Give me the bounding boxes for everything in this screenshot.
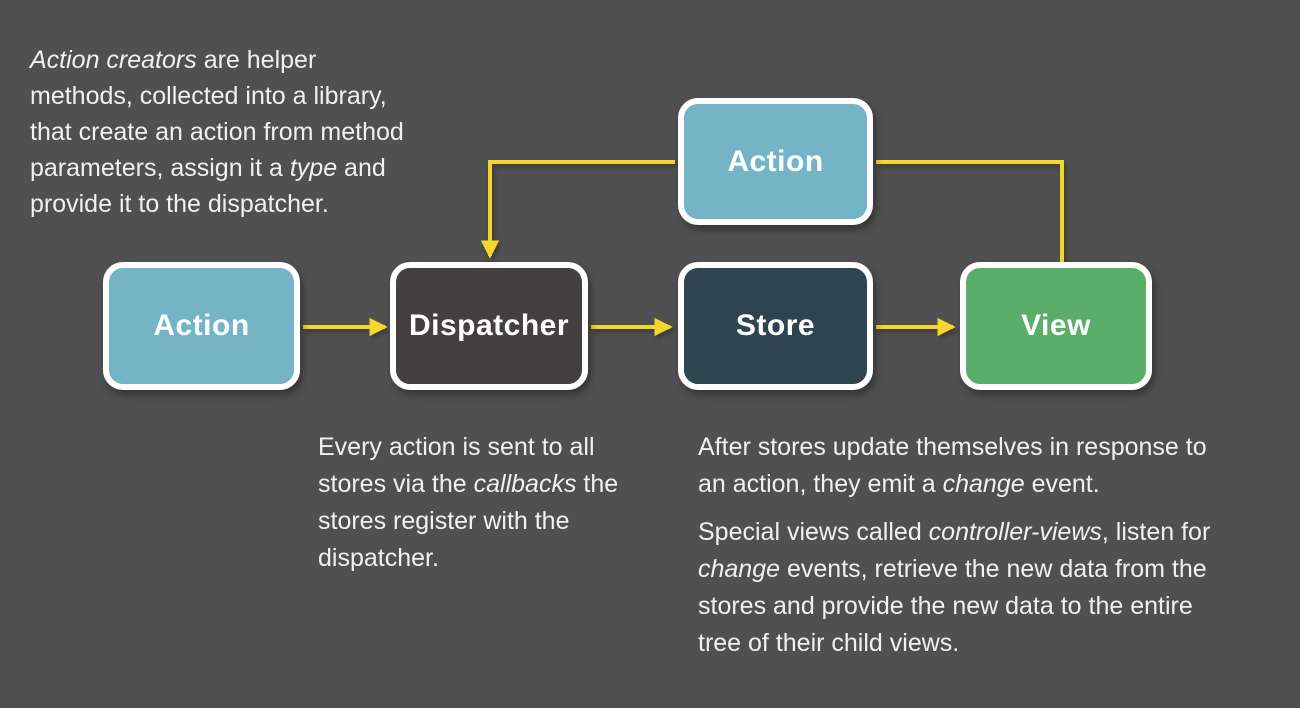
note-store: After stores update themselves in respon… <box>698 429 1283 673</box>
note-store-paragraph-1: After stores update themselves in respon… <box>698 433 1207 498</box>
node-dispatcher-label: Dispatcher <box>408 309 570 342</box>
node-action-top: Action <box>678 98 873 225</box>
arrow-action-top-to-dispatcher <box>480 160 675 259</box>
node-action-top-label: Action <box>727 144 824 178</box>
node-action-left: Action <box>103 262 300 390</box>
node-store: Store <box>678 262 873 390</box>
node-dispatcher: Dispatcher <box>390 262 588 390</box>
note-store-paragraph-2: Special views called controller-views, l… <box>698 518 1211 657</box>
node-store-label: Store <box>735 309 816 342</box>
arrow-view-to-action-top <box>876 160 1064 262</box>
node-action-left-label: Action <box>153 309 250 342</box>
node-view: View <box>960 262 1152 390</box>
node-view-label: View <box>1021 309 1091 342</box>
